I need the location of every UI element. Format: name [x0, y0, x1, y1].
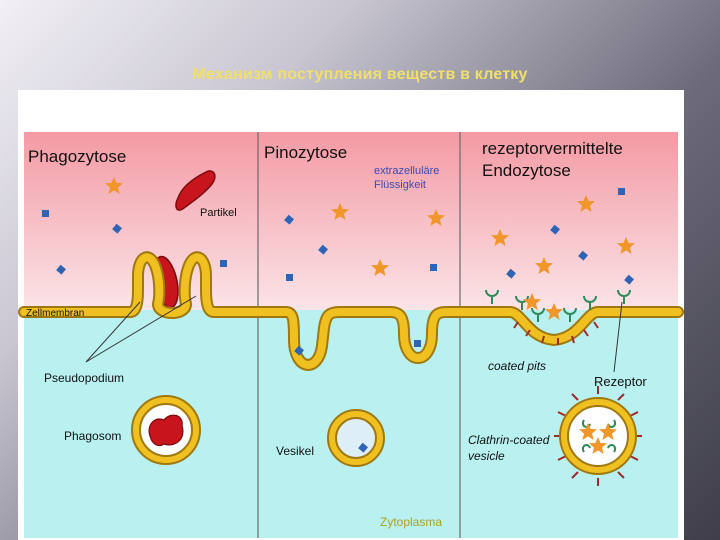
membrane-label: Zellmembran: [26, 308, 84, 319]
coated-vesicle-label-line1: Clathrin-coated: [468, 433, 550, 447]
endocytosis-diagram: Phagozytose Partikel Zellmembran Pseudop…: [18, 90, 684, 540]
panel-title-receptor-line2: Endozytose: [482, 161, 571, 180]
molecule-square: [578, 250, 588, 261]
cytoplasm-label: Zytoplasma: [380, 515, 442, 529]
molecule-square: [414, 340, 421, 347]
molecule-square: [430, 264, 437, 271]
molecule-square: [294, 345, 304, 356]
molecule-square: [624, 274, 634, 285]
vesicle-label: Vesikel: [276, 444, 314, 458]
molecule-square: [42, 210, 49, 217]
coated-pits-label: coated pits: [488, 359, 546, 373]
receptor-label: Rezeptor: [594, 374, 647, 389]
free-particle: [175, 170, 216, 211]
molecule-square: [56, 264, 66, 275]
fluid-label-line2: Flüssigkeit: [374, 179, 426, 191]
pseudopod-label: Pseudopodium: [44, 371, 124, 385]
receptor-group: [485, 289, 631, 322]
fluid-label-line1: extrazelluläre: [374, 165, 439, 177]
molecule-square: [618, 188, 625, 195]
phagosome-label: Phagosom: [64, 429, 121, 443]
molecule-square: [286, 274, 293, 281]
molecule-square: [112, 223, 122, 234]
molecule-square: [318, 244, 328, 255]
clathrin-coat: [513, 321, 599, 345]
molecule-square: [358, 442, 368, 453]
coated-vesicle-label-line2: vesicle: [468, 449, 505, 463]
molecule-square: [220, 260, 227, 267]
molecule-square: [550, 224, 560, 235]
molecule-square: [506, 268, 516, 279]
cell-membrane: [18, 251, 684, 371]
slide-title: Механизм поступления веществ в клетку: [192, 66, 528, 83]
molecule-square: [284, 214, 294, 225]
clathrin-coated-vesicle: [554, 386, 642, 486]
panel-title-phagocytosis: Phagozytose: [28, 147, 126, 166]
particle-label: Partikel: [200, 207, 237, 219]
panel-title-receptor-line1: rezeptorvermittelte: [482, 139, 623, 158]
panel-title-pinocytosis: Pinozytose: [264, 143, 347, 162]
digested-particle: [148, 414, 184, 447]
